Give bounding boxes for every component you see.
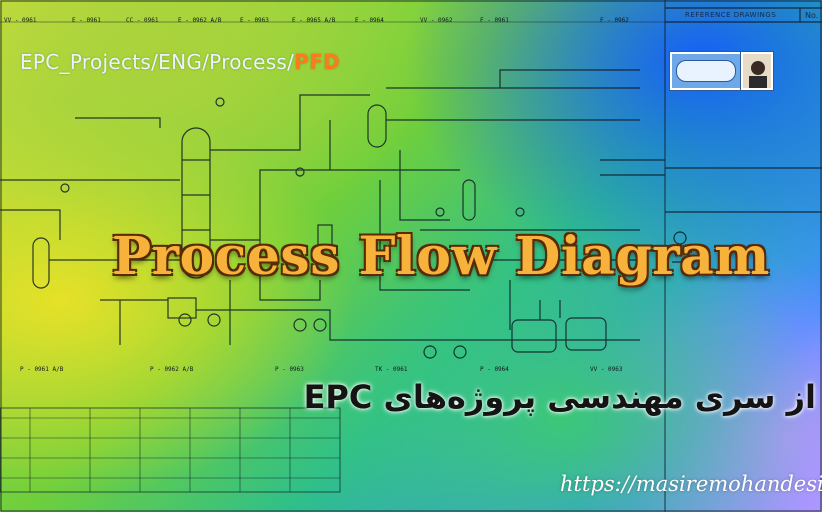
equipment-tag-bottom: P - 0963 <box>275 366 304 373</box>
equipment-tag-top: F - 0962 <box>600 17 629 24</box>
equipment-tag-top: CC - 0961 <box>126 17 159 24</box>
equipment-tag-top: VV - 0961 <box>4 17 37 24</box>
company-logo <box>670 52 742 90</box>
person-icon <box>743 54 771 88</box>
equipment-tag-top: E - 0965 A/B <box>292 17 336 24</box>
author-photo <box>741 52 773 90</box>
reference-panel-title: REFERENCE DRAWINGS <box>685 11 777 19</box>
file-path-breadcrumb: EPC_Projects/ENG/Process/PFD <box>20 50 340 74</box>
equipment-tag-top: F - 0961 <box>480 17 509 24</box>
equipment-tag-top: E - 0963 <box>240 17 269 24</box>
persian-subtitle: از سری مهندسی پروژه‌های EPC <box>303 378 816 416</box>
website-url[interactable]: https://masiremohandesi <box>560 472 822 496</box>
file-path-prefix: EPC_Projects/ENG/Process/ <box>20 50 295 74</box>
equipment-tag-bottom: VV - 0963 <box>590 366 623 373</box>
equipment-tag-bottom: P - 0964 <box>480 366 509 373</box>
page-title: Process Flow Diagram <box>112 226 770 287</box>
equipment-tag-top: VV - 0962 <box>420 17 453 24</box>
equipment-tag-top: E - 0962 A/B <box>178 17 222 24</box>
logo-emblem <box>676 60 736 82</box>
equipment-tag-top: E - 0964 <box>355 17 384 24</box>
reference-panel-no: No. <box>805 11 819 20</box>
equipment-tag-bottom: P - 0961 A/B <box>20 366 64 373</box>
equipment-tag-bottom: P - 0962 A/B <box>150 366 194 373</box>
equipment-tag-top: E - 0961 <box>72 17 101 24</box>
file-path-accent: PFD <box>294 50 341 74</box>
equipment-tag-bottom: TK - 0961 <box>375 366 408 373</box>
